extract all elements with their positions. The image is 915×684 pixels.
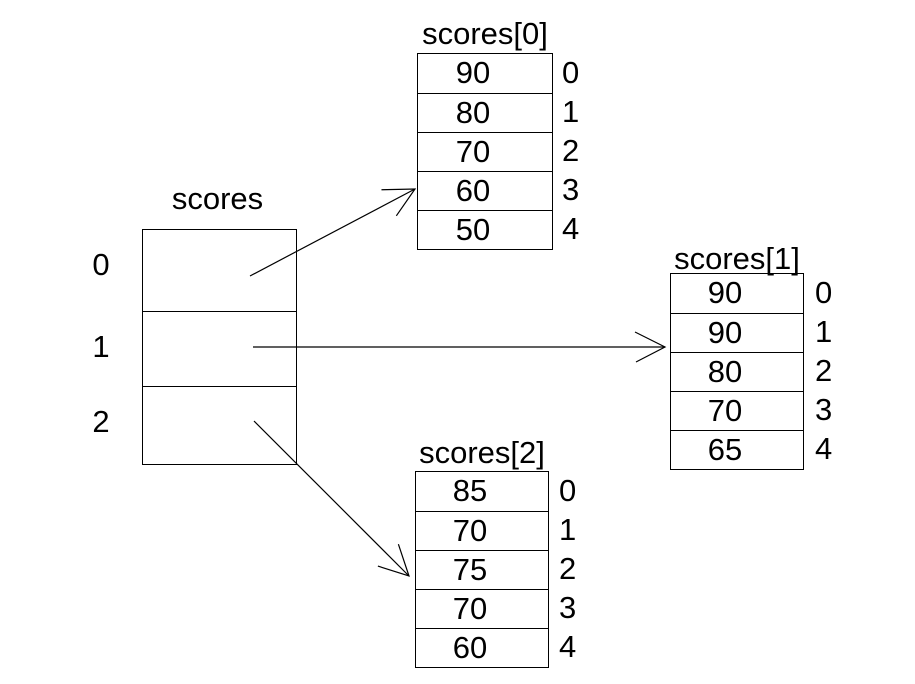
index-column-1: 0 1 2 3 4 <box>815 273 855 468</box>
index-label: 1 <box>559 512 577 547</box>
array-cell: 90 <box>707 275 743 310</box>
array-cell: 50 <box>418 210 552 249</box>
array-cell: 60 <box>416 628 548 667</box>
index-column-0: 0 1 2 3 4 <box>562 53 602 248</box>
array-cell: 90 <box>455 55 491 90</box>
index-label: 0 <box>562 55 580 90</box>
main-array-cell-2 <box>143 386 296 464</box>
array-cell: 70 <box>416 511 548 550</box>
index-label: 3 <box>815 392 833 427</box>
sub-array-title-2: scores[2] <box>419 435 545 470</box>
sub-array-box-2: 85 70 75 70 60 <box>415 471 549 668</box>
index-label: 1 <box>815 314 833 349</box>
array-cell: 90 <box>671 313 803 352</box>
main-index-label-0: 0 <box>92 247 110 282</box>
array-cell: 80 <box>671 352 803 391</box>
main-index-label-1: 1 <box>92 329 110 364</box>
main-array-cell-0 <box>143 230 296 311</box>
array-cell: 75 <box>416 550 548 589</box>
sub-array-title-0: scores[0] <box>422 16 548 51</box>
array-cell: 80 <box>418 93 552 132</box>
array-cell: 65 <box>671 430 803 469</box>
main-array-box <box>142 229 297 465</box>
main-array-cell-1 <box>143 311 296 386</box>
index-label: 4 <box>559 629 577 664</box>
sub-array-box-1: 90 90 80 70 65 <box>670 273 804 470</box>
index-label: 0 <box>559 473 577 508</box>
array-cell: 70 <box>671 391 803 430</box>
array-cell: 85 <box>452 473 488 508</box>
array-cell: 60 <box>418 171 552 210</box>
index-column-2: 0 1 2 3 4 <box>559 471 599 666</box>
index-label: 2 <box>562 133 580 168</box>
array-cell: 70 <box>418 132 552 171</box>
index-label: 3 <box>562 172 580 207</box>
main-array-label: scores <box>171 181 264 216</box>
main-index-label-2: 2 <box>92 404 110 439</box>
index-label: 0 <box>815 275 833 310</box>
index-label: 1 <box>562 94 580 129</box>
sub-array-title-1: scores[1] <box>674 241 800 276</box>
index-label: 3 <box>559 590 577 625</box>
array-cell: 70 <box>416 589 548 628</box>
index-label: 2 <box>559 551 577 586</box>
index-label: 4 <box>815 431 833 466</box>
index-label: 4 <box>562 211 580 246</box>
index-label: 2 <box>815 353 833 388</box>
sub-array-box-0: 90 80 70 60 50 <box>417 53 553 250</box>
